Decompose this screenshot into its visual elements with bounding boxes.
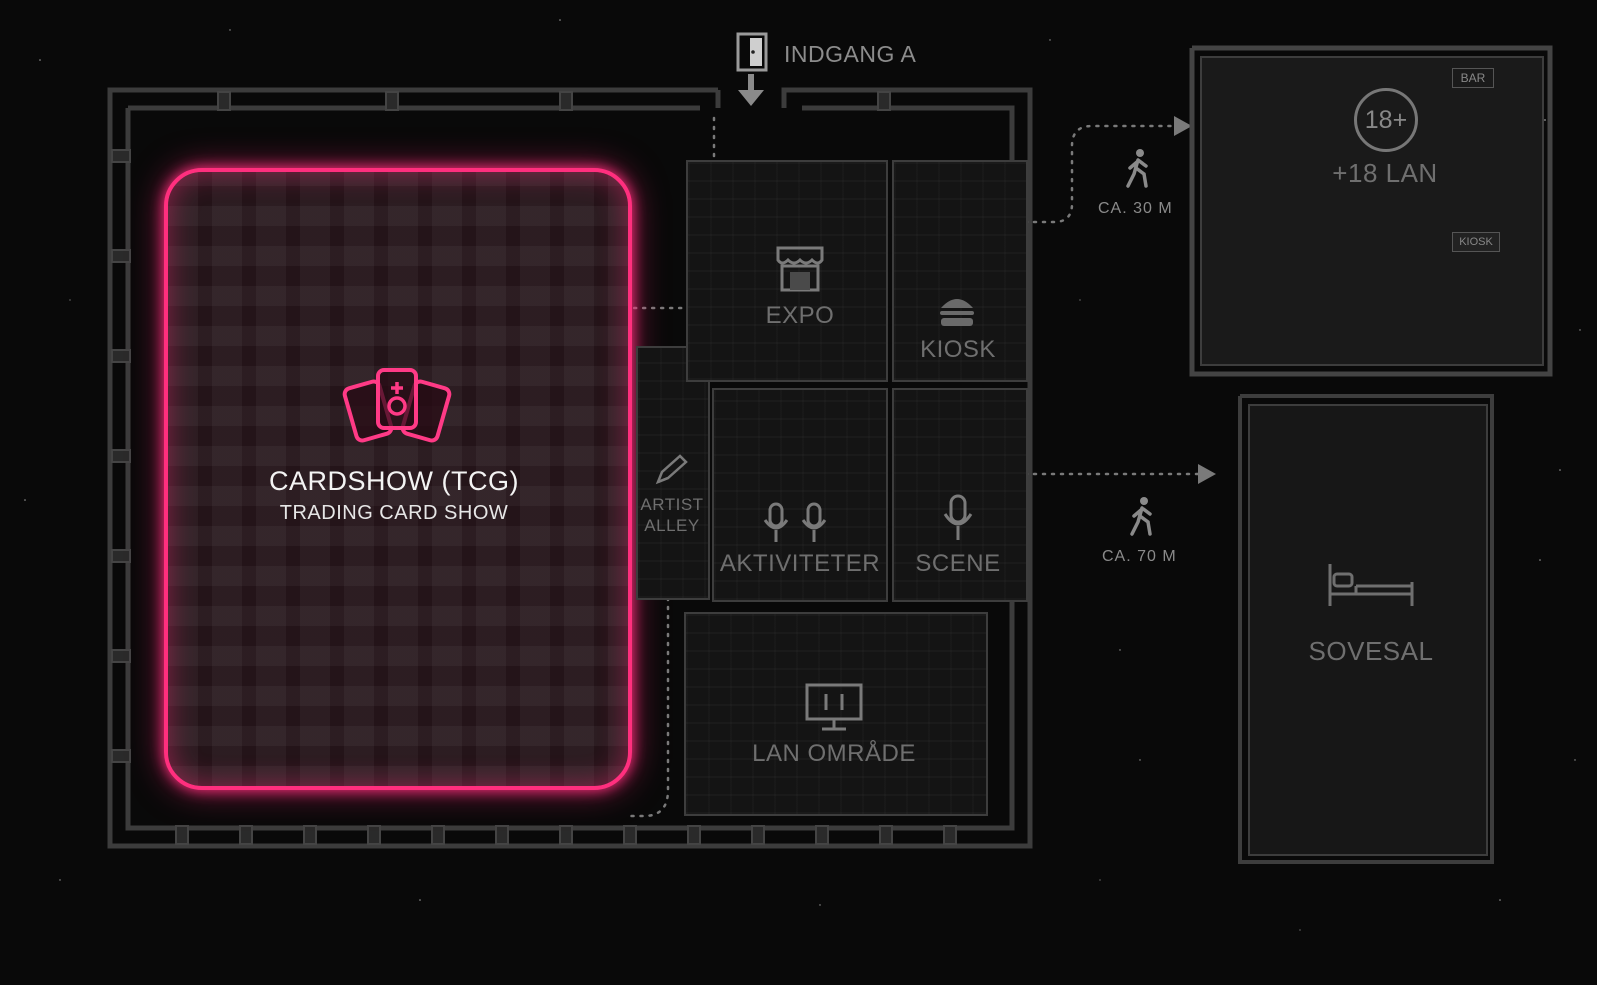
artist-alley-label-line1: ARTIST <box>640 495 704 514</box>
walking-person-icon <box>1126 149 1148 188</box>
sovesal-label: SOVESAL <box>1308 636 1434 666</box>
walking-person-icon <box>1130 497 1152 536</box>
aktiviteter-zone[interactable] <box>712 388 888 602</box>
bar-sign: BAR <box>1452 68 1494 88</box>
cardshow-title: CARDSHOW (TCG) <box>269 466 519 496</box>
age-badge: 18+ <box>1354 88 1418 152</box>
lan-label: LAN OMRÅDE <box>752 740 916 767</box>
lan18-kiosk-sign: KIOSK <box>1452 232 1500 252</box>
scene-label: SCENE <box>915 550 1001 577</box>
kiosk-label: KIOSK <box>920 336 996 363</box>
door-icon <box>736 32 768 72</box>
monitor-icon <box>805 683 863 731</box>
burger-icon <box>940 299 974 326</box>
lan-zone[interactable] <box>684 612 988 816</box>
walk-distance-lan18: CA. 30 M <box>1098 200 1173 217</box>
entrance-label: INDGANG A <box>784 41 917 67</box>
lan18-label: +18 LAN <box>1332 158 1438 188</box>
pencil-icon <box>655 454 688 485</box>
walk-distance-sovesal: CA. 70 M <box>1102 548 1177 565</box>
lan18-zone[interactable] <box>1200 56 1544 366</box>
cardshow-subtitle: TRADING CARD SHOW <box>279 502 509 524</box>
sovesal-zone[interactable] <box>1248 404 1488 856</box>
cards-icon <box>342 368 452 443</box>
microphones-icon <box>763 502 827 542</box>
expo-zone[interactable] <box>686 160 888 382</box>
expo-label: EXPO <box>765 302 835 329</box>
artist-alley-label-line2: ALLEY <box>644 516 700 535</box>
microphone-icon <box>943 494 973 540</box>
bed-icon <box>1328 564 1414 606</box>
shop-icon <box>776 246 824 292</box>
kiosk-zone[interactable] <box>892 160 1028 382</box>
cardshow-zone[interactable] <box>164 168 632 790</box>
aktiviteter-label: AKTIVITETER <box>719 550 881 577</box>
